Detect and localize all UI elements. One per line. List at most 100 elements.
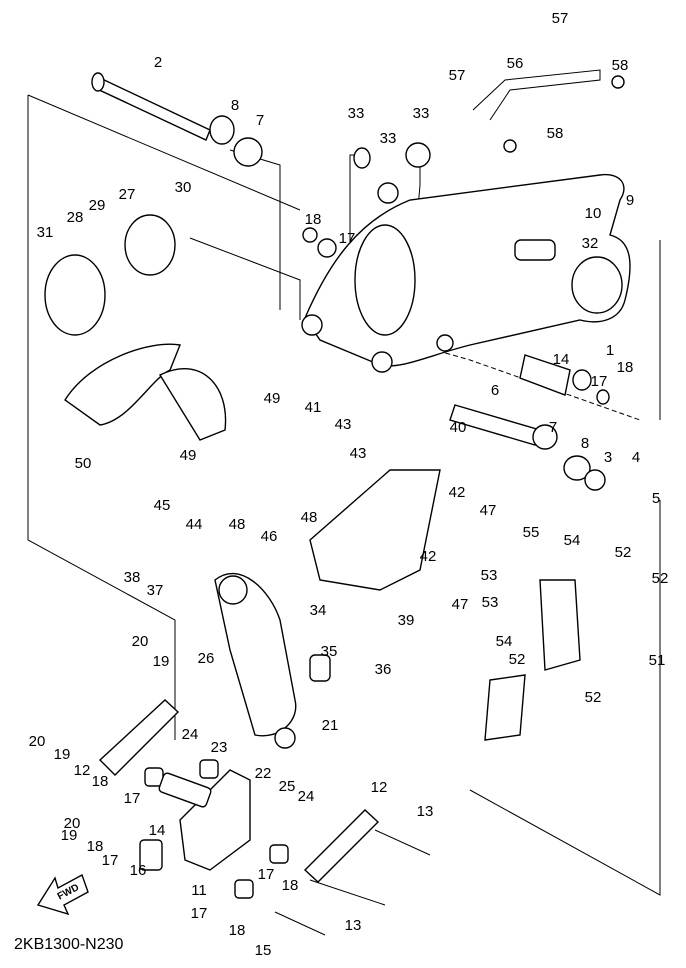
callout-7: 7 — [549, 419, 557, 436]
callout-33: 33 — [380, 130, 397, 147]
callout-18: 18 — [92, 773, 109, 790]
callout-20: 20 — [64, 815, 81, 832]
callout-44: 44 — [186, 516, 203, 533]
chain-guide — [44, 214, 181, 426]
callout-10: 10 — [585, 205, 602, 222]
rear-shock — [159, 368, 331, 749]
callout-18: 18 — [617, 359, 634, 376]
callout-16: 16 — [130, 862, 147, 879]
callout-42: 42 — [449, 484, 466, 501]
callout-33: 33 — [413, 105, 430, 122]
callout-57: 57 — [449, 67, 466, 84]
callout-15: 15 — [255, 942, 272, 959]
callout-58: 58 — [612, 57, 629, 74]
callout-24: 24 — [298, 788, 315, 805]
callout-24: 24 — [182, 726, 199, 743]
callout-41: 41 — [305, 399, 322, 416]
callout-17: 17 — [191, 905, 208, 922]
callout-57: 57 — [552, 10, 569, 27]
callout-17: 17 — [591, 373, 608, 390]
callout-19: 19 — [54, 746, 71, 763]
callout-47: 47 — [452, 596, 469, 613]
callout-11: 11 — [191, 882, 207, 899]
callout-42: 42 — [420, 548, 437, 565]
callout-17: 17 — [124, 790, 141, 807]
callout-26: 26 — [198, 650, 215, 667]
callout-22: 22 — [255, 765, 272, 782]
callout-56: 56 — [507, 55, 524, 72]
callout-17: 17 — [339, 230, 356, 247]
callout-7: 7 — [256, 112, 264, 129]
fwd-arrow-icon: FWD — [36, 873, 89, 916]
callout-9: 9 — [626, 192, 634, 209]
callout-12: 12 — [371, 779, 388, 796]
diagram-code: 2KB1300-N230 — [14, 936, 124, 953]
callout-19: 19 — [61, 827, 78, 844]
callout-14: 14 — [553, 351, 570, 368]
linkage — [98, 699, 431, 936]
callout-45: 45 — [154, 497, 171, 514]
callout-1: 1 — [606, 342, 614, 359]
callout-27: 27 — [119, 186, 136, 203]
callout-13: 13 — [345, 917, 362, 934]
callout-52: 52 — [652, 570, 669, 587]
callout-12: 12 — [74, 762, 91, 779]
callout-37: 37 — [147, 582, 164, 599]
callout-18: 18 — [305, 211, 322, 228]
callout-52: 52 — [509, 651, 526, 668]
callout-53: 53 — [482, 594, 499, 611]
callout-30: 30 — [175, 179, 192, 196]
callout-33: 33 — [348, 105, 365, 122]
callout-21: 21 — [322, 717, 339, 734]
callout-58: 58 — [547, 125, 564, 142]
callout-54: 54 — [496, 633, 513, 650]
callout-20: 20 — [29, 733, 46, 750]
callout-13: 13 — [417, 803, 434, 820]
callout-32: 32 — [582, 235, 599, 252]
callout-50: 50 — [75, 455, 92, 472]
callout-55: 55 — [523, 524, 540, 541]
callout-31: 31 — [37, 224, 54, 241]
callout-43: 43 — [335, 416, 352, 433]
pivot-shaft — [91, 69, 625, 258]
callout-2: 2 — [154, 54, 162, 71]
callout-4: 4 — [632, 449, 640, 466]
callout-51: 51 — [649, 652, 666, 669]
swingarm — [301, 173, 631, 373]
callout-18: 18 — [87, 838, 104, 855]
callout-17: 17 — [102, 852, 119, 869]
callout-5: 5 — [652, 490, 660, 507]
callout-18: 18 — [282, 877, 299, 894]
callout-49: 49 — [180, 447, 197, 464]
callout-35: 35 — [321, 643, 338, 660]
callout-43: 43 — [350, 445, 367, 462]
axle-parts — [309, 354, 610, 741]
callout-40: 40 — [450, 419, 467, 436]
callout-34: 34 — [310, 602, 327, 619]
callout-3: 3 — [604, 449, 612, 466]
callout-8: 8 — [231, 97, 239, 114]
callout-47: 47 — [480, 502, 497, 519]
callout-19: 19 — [153, 653, 170, 670]
callout-39: 39 — [398, 612, 415, 629]
callout-53: 53 — [481, 567, 498, 584]
callout-18: 18 — [229, 922, 246, 939]
callout-52: 52 — [585, 689, 602, 706]
callout-36: 36 — [375, 661, 392, 678]
callout-8: 8 — [581, 435, 589, 452]
callout-48: 48 — [301, 509, 318, 526]
callout-6: 6 — [491, 382, 499, 399]
callout-48: 48 — [229, 516, 246, 533]
callout-29: 29 — [89, 197, 106, 214]
callout-14: 14 — [149, 822, 166, 839]
callout-46: 46 — [261, 528, 278, 545]
callout-25: 25 — [279, 778, 296, 795]
callout-52: 52 — [615, 544, 632, 561]
callout-28: 28 — [67, 209, 84, 226]
callout-20: 20 — [132, 633, 149, 650]
callout-23: 23 — [211, 739, 228, 756]
callout-54: 54 — [564, 532, 581, 549]
